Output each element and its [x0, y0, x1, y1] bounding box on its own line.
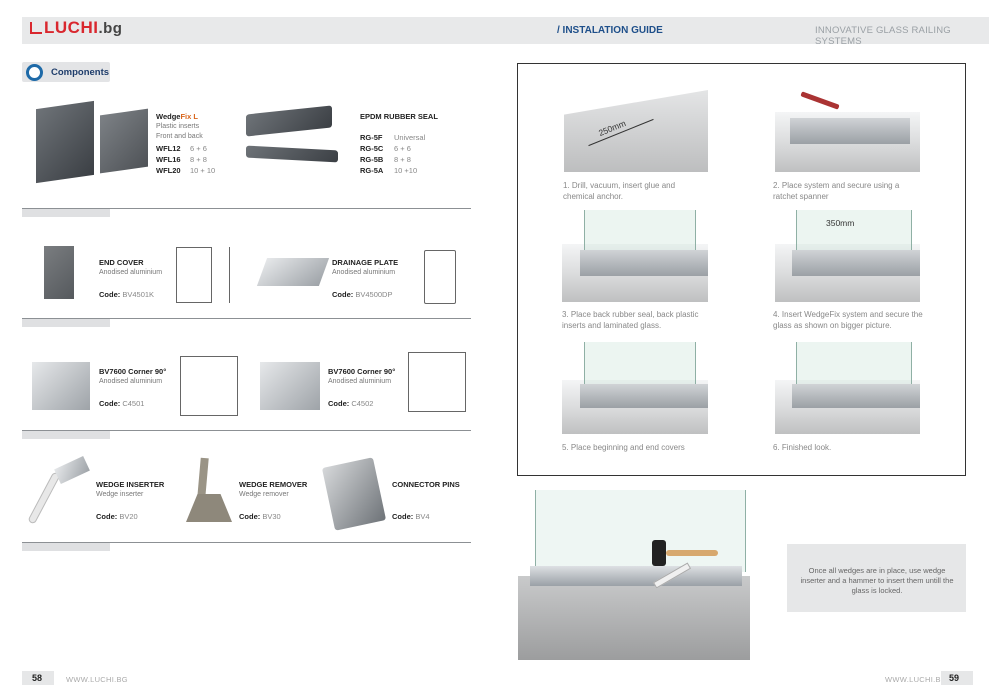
connector-pins-name: CONNECTOR PINS [392, 480, 460, 489]
step-6-glass [796, 342, 912, 386]
wedgefix-back-image [100, 108, 148, 174]
corner-c4501-name: BV7600 Corner 90° [99, 367, 167, 376]
note-box [787, 544, 966, 612]
corner-c4502-image [260, 362, 320, 410]
wedge-remover-sub: Wedge remover [239, 491, 289, 498]
step-5-text: 5. Place beginning and end covers [562, 443, 685, 452]
wedgefix-sub2: Front and back [156, 133, 203, 140]
step-4-glass [796, 210, 912, 252]
section-divider-tab [22, 542, 110, 551]
corner-c4502-name: BV7600 Corner 90° [328, 367, 396, 376]
step-2-profile [790, 118, 910, 144]
wedge-inserter-sub: Wedge inserter [96, 491, 144, 498]
epdm-seal-image-1 [246, 105, 332, 137]
right-page-number: 59 [949, 673, 960, 683]
drainage-plate-image [256, 258, 330, 286]
corner-c4501-code: Code: C4501 [99, 399, 145, 408]
end-cover-drawing-side [229, 247, 230, 303]
wedgefix-name: WedgeFix L [156, 112, 198, 121]
drainage-plate-name: DRAINAGE PLATE [332, 258, 399, 267]
footer-left-tab [22, 671, 54, 685]
logo-tld: .bg [98, 20, 123, 37]
right-footer-url[interactable]: WWW.LUCHI.BG [885, 675, 947, 684]
note-text: Once all wedges are in place, use wedge … [800, 566, 954, 595]
step-3-glass [584, 210, 696, 252]
step-4-text: 4. Insert WedgeFix system and secure the… [773, 310, 923, 330]
logo-main: LUCHI [44, 18, 99, 37]
connector-pins-code: Code: BV4 [392, 512, 430, 521]
section-divider-tab [22, 208, 110, 217]
epdm-name: EPDM RUBBER SEAL [360, 112, 438, 121]
hammer-handle-icon [666, 550, 718, 556]
epdm-seal-image-2 [246, 145, 338, 163]
section-divider-tab [22, 318, 110, 327]
wedge-remover-code: Code: BV30 [239, 512, 281, 521]
end-cover-sub: Anodised aluminium [99, 269, 163, 276]
corner-c4502-drawing [408, 352, 466, 412]
concrete-base-image [518, 576, 750, 660]
wedge-remover-shaft-image [197, 457, 209, 499]
wedge-inserter-name: WEDGE INSERTER [96, 480, 165, 489]
hammer-icon [652, 540, 666, 566]
section-divider [22, 430, 471, 431]
drainage-plate-drawing [424, 250, 456, 304]
header-bar [22, 17, 989, 44]
drainage-plate-code: Code: BV4500DP [332, 290, 393, 299]
end-cover-name: END COVER [99, 258, 144, 267]
wedge-inserter-head-image [54, 455, 90, 485]
section-divider [22, 318, 471, 319]
section-divider [22, 208, 471, 209]
left-footer-url[interactable]: WWW.LUCHI.BG [66, 675, 128, 684]
wedge-remover-name: WEDGE REMOVER [239, 480, 308, 489]
connector-pins-bag-image [321, 457, 387, 531]
wedge-remover-head-image [186, 494, 232, 522]
aluminium-profile-image [530, 566, 742, 586]
wedge-inserter-code: Code: BV20 [96, 512, 138, 521]
logo-mark-icon [30, 22, 42, 34]
wedgefix-sub1: Plastic inserts [156, 123, 200, 130]
gear-icon [26, 64, 43, 81]
section-divider-tab [22, 430, 110, 439]
step-1-text: 1. Drill, vacuum, insert glue and chemic… [563, 181, 676, 201]
guide-title: / INSTALATION GUIDE [557, 25, 663, 36]
corner-c4502-code: Code: C4502 [328, 399, 374, 408]
end-cover-code: Code: BV4501K [99, 290, 155, 299]
step-2-text: 2. Place system and secure using a ratch… [773, 181, 900, 201]
corner-c4501-image [32, 362, 90, 410]
components-heading-bar [22, 62, 110, 82]
installation-steps-frame [517, 63, 966, 476]
step-5-glass [584, 342, 696, 386]
components-heading: Components [51, 67, 110, 78]
logo[interactable]: LUCHI.bg [30, 18, 122, 38]
step-3-profile [580, 250, 708, 276]
wedgefix-front-image [36, 100, 94, 184]
end-cover-image [44, 246, 74, 299]
step-6-profile [792, 384, 920, 408]
step-6-text: 6. Finished look. [773, 443, 832, 452]
footer-right-tab [941, 671, 973, 685]
glass-panel-image [535, 490, 746, 572]
drainage-plate-sub: Anodised aluminium [332, 269, 396, 276]
step-4-dimension: 350mm [826, 218, 855, 228]
step-4-profile [792, 250, 920, 276]
tagline: INNOVATIVE GLASS RAILING SYSTEMS [815, 25, 951, 47]
corner-c4502-sub: Anodised aluminium [328, 378, 392, 385]
left-page-number: 58 [32, 673, 43, 683]
end-cover-drawing [176, 247, 212, 303]
wedge-inserter-handle-image [27, 471, 61, 525]
step-5-profile [580, 384, 708, 408]
corner-c4501-drawing [180, 356, 238, 416]
section-divider [22, 542, 471, 543]
corner-c4501-sub: Anodised aluminium [99, 378, 163, 385]
step-3-text: 3. Place back rubber seal, back plastic … [562, 310, 699, 330]
